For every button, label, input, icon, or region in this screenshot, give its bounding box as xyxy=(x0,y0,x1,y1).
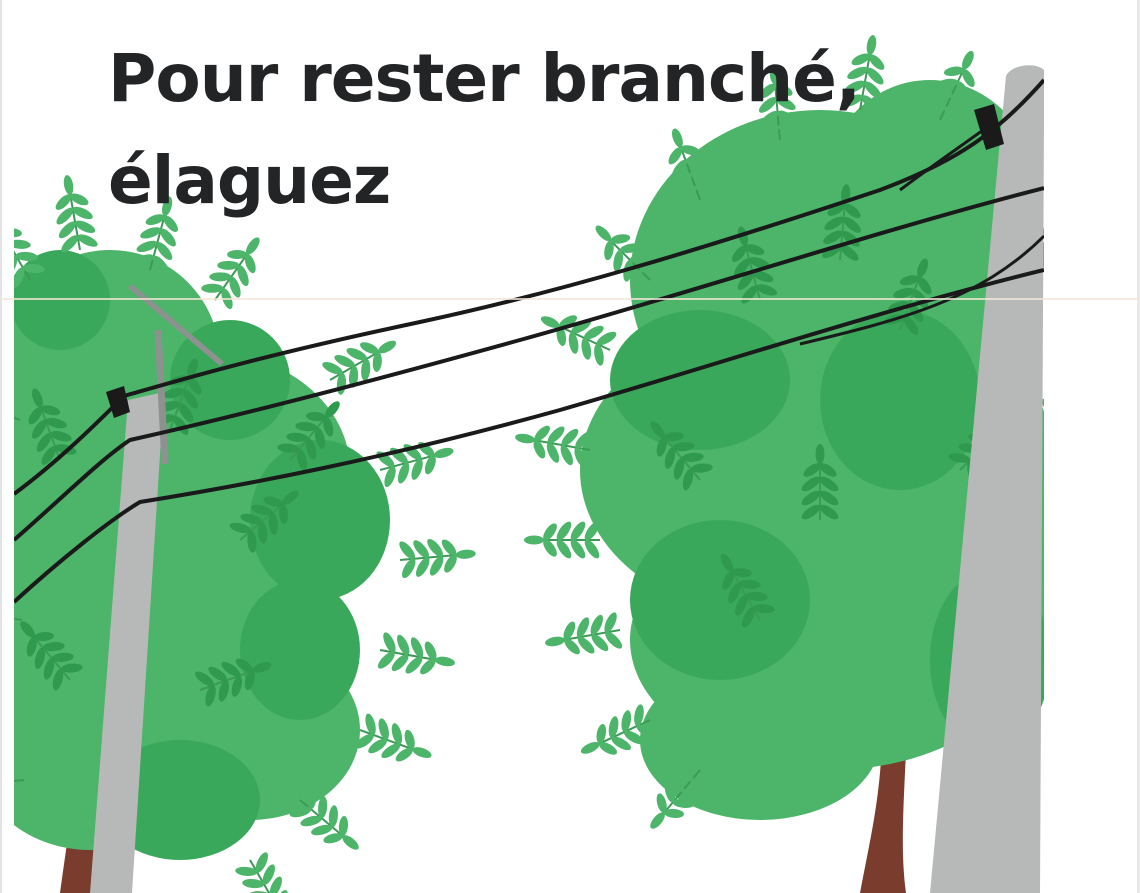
power-line-icon xyxy=(14,78,1044,604)
left-tree-icon xyxy=(14,170,479,893)
headline-line-1: Pour rester branché, xyxy=(108,40,861,117)
page-edge-left xyxy=(0,0,2,893)
headline: Pour rester branché, élaguez xyxy=(108,28,861,232)
headline-line-2: élaguez xyxy=(108,142,391,219)
page-edge-right xyxy=(1137,0,1140,893)
scan-artifact-line xyxy=(0,298,1140,300)
right-tree-icon xyxy=(510,30,1044,893)
